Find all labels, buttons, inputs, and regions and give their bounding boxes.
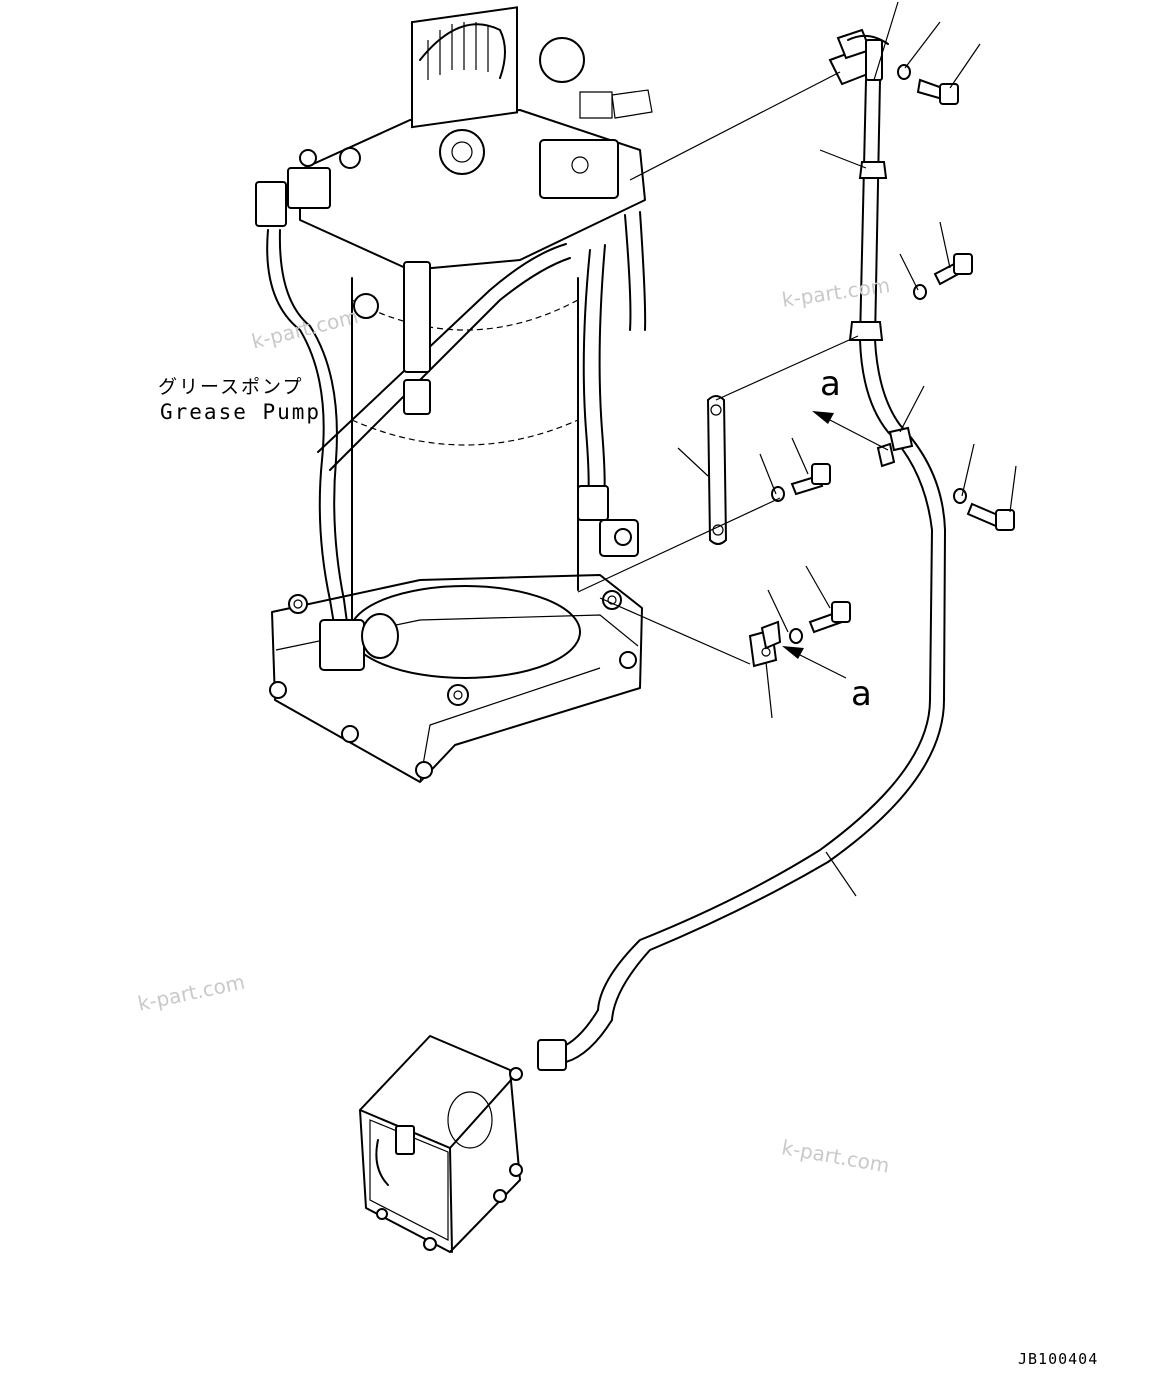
pump-hose-right	[582, 249, 591, 501]
mounting-bracket	[706, 395, 728, 545]
view-marker-a-lower: a	[851, 674, 872, 714]
view-marker-a-upper: a	[820, 364, 841, 404]
base-bolts	[269, 590, 637, 779]
grease-pump-assembly	[255, 6, 653, 783]
wiring-harness	[537, 28, 946, 1071]
bolts-and-washers	[771, 64, 1015, 644]
grease-pump-label-en: Grease Pump	[160, 400, 322, 424]
reservoir-cylinder	[351, 277, 579, 633]
clip-bracket	[748, 620, 782, 668]
pump-base-plate	[271, 574, 643, 783]
view-arrows	[782, 411, 889, 679]
pump-hose-main	[329, 257, 571, 471]
drawing-code: JB100404	[1018, 1350, 1099, 1368]
grease-pump-label-jp: グリースポンプ	[158, 376, 304, 398]
leader-lines	[577, 1, 1017, 897]
pump-hose-left	[266, 229, 336, 631]
junction-box	[359, 1035, 523, 1253]
